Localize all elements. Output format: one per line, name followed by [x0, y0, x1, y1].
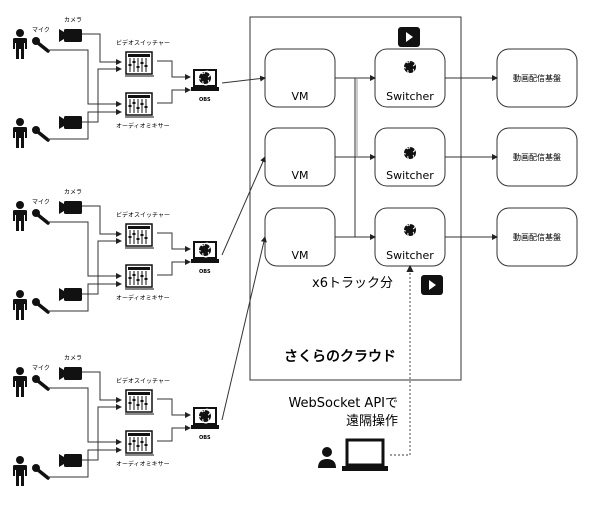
signal-connector [157, 232, 191, 252]
streaming-platform-box: 動画配信基盤 [496, 207, 578, 267]
streaming-platform-label: 動画配信基盤 [513, 73, 561, 83]
microphone-icon [30, 462, 50, 480]
switcher-service-connectors [445, 75, 498, 240]
signal-connector [157, 425, 191, 442]
switcher-box: Switcher [374, 127, 446, 187]
signal-connector [48, 281, 122, 312]
signal-connector [82, 238, 122, 295]
obs-vm-connectors [221, 75, 267, 421]
signal-connector [82, 205, 122, 237]
camera-icon [59, 454, 82, 467]
vm-switcher-connectors [335, 75, 376, 240]
signal-connector [48, 447, 122, 478]
video-switcher-label: ビデオスイッチャー [116, 39, 170, 47]
signal-connector [48, 49, 122, 107]
streaming-platform-label: 動画配信基盤 [513, 232, 561, 242]
obs-laptop-icon [191, 242, 219, 263]
camera-icon [59, 116, 82, 129]
obs-label: OBS [199, 97, 211, 103]
video-switcher-icon [124, 389, 155, 415]
signal-connector [157, 398, 191, 418]
signal-connector [157, 259, 191, 276]
switcher-label: Switcher [386, 249, 434, 262]
streaming-platform-box: 動画配信基盤 [496, 48, 578, 108]
vm-label: VM [291, 169, 308, 182]
microphone-icon [30, 35, 50, 53]
audio-mixer-icon [124, 430, 155, 456]
switcher-label: Switcher [386, 90, 434, 103]
camera-icon [59, 288, 82, 301]
switcher-box: Switcher [374, 207, 446, 267]
performer-icon [13, 118, 27, 148]
youtube-icon [421, 275, 443, 295]
track-multiplier-label: x6トラック分 [312, 276, 393, 291]
camera-label: カメラ [64, 189, 82, 196]
performer-icon [13, 456, 27, 486]
performer-icon [13, 367, 27, 397]
signal-connector [82, 371, 122, 403]
signal-connector [157, 87, 191, 104]
cloud-label: さくらのクラウド [284, 349, 396, 365]
audio-mixer-label: オーディオミキサー [116, 122, 170, 130]
audio-mixer-icon [124, 92, 155, 118]
operator-person-icon [318, 447, 336, 468]
mic-label: マイク [32, 199, 50, 206]
cloud-container [249, 16, 462, 381]
audio-mixer-icon [124, 264, 155, 290]
switcher-box: Switcher [374, 48, 446, 108]
microphone-icon [30, 296, 50, 314]
signal-connector [48, 387, 122, 445]
signal-connector [48, 109, 122, 140]
operator-laptop-icon [342, 438, 388, 471]
vm-box: VM [264, 127, 336, 187]
performer-icon [13, 201, 27, 231]
remote-label-line2: 遠隔操作 [346, 413, 398, 429]
camera-icon [59, 367, 82, 380]
signal-connector [157, 60, 191, 80]
camera-label: カメラ [64, 355, 82, 362]
obs-laptop-icon [191, 70, 219, 91]
audio-mixer-label: オーディオミキサー [116, 294, 170, 302]
microphone-icon [30, 124, 50, 142]
performer-icon [13, 29, 27, 59]
signal-connector [48, 221, 122, 279]
youtube-icon [398, 27, 420, 47]
camera-icon [59, 201, 82, 214]
vm-box: VM [264, 48, 336, 108]
microphone-icon [30, 207, 50, 225]
signal-connector [82, 33, 122, 65]
signal-connector [82, 404, 122, 461]
camera-icon [59, 29, 82, 42]
vm-box: VM [264, 207, 336, 267]
video-switcher-icon [124, 223, 155, 249]
obs-laptop-icon [191, 408, 219, 429]
mic-label: マイク [32, 27, 50, 34]
mic-label: マイク [32, 365, 50, 372]
obs-label: OBS [199, 435, 211, 441]
signal-connector [82, 66, 122, 123]
audio-mixer-label: オーディオミキサー [116, 460, 170, 468]
vm-label: VM [291, 90, 308, 103]
vm-label: VM [291, 249, 308, 262]
microphone-icon [30, 373, 50, 391]
video-switcher-label: ビデオスイッチャー [116, 377, 170, 385]
switcher-label: Switcher [386, 169, 434, 182]
streaming-platform-box: 動画配信基盤 [496, 127, 578, 187]
streaming-platform-label: 動画配信基盤 [513, 152, 561, 162]
video-switcher-icon [124, 51, 155, 77]
video-switcher-label: ビデオスイッチャー [116, 211, 170, 219]
remote-label-line1: WebSocket APIで [288, 396, 398, 411]
performer-icon [13, 290, 27, 320]
obs-label: OBS [199, 269, 211, 275]
camera-label: カメラ [64, 17, 82, 24]
